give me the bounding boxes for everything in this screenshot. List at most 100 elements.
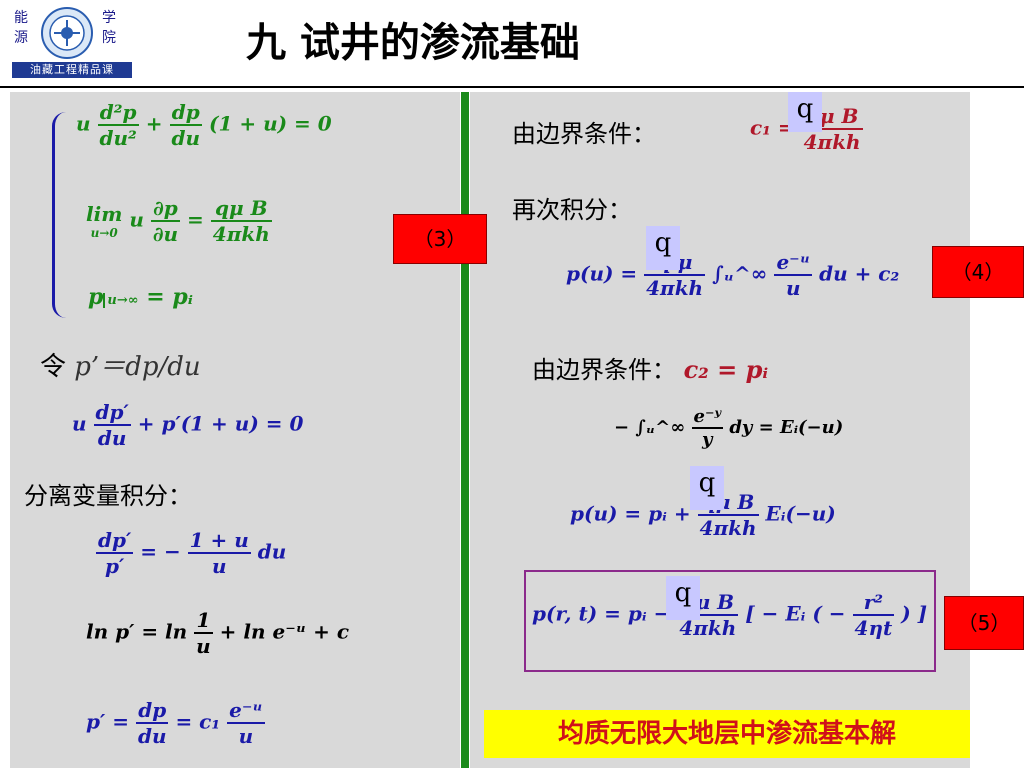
boundary-label-2: 由边界条件： — [532, 356, 676, 384]
subst-word: 令 — [40, 352, 67, 382]
eq-term: du — [257, 539, 287, 564]
logo-left-text: 能 源 — [14, 8, 28, 48]
separation-label: 分离变量积分： — [24, 482, 192, 510]
frac-num: 1 — [194, 608, 213, 634]
eval-sub: u→∞ — [103, 293, 139, 308]
result-box — [524, 570, 936, 672]
boundary-label-1: 由边界条件： — [512, 120, 656, 148]
equation-first-order: u dp′du + p′(1 + u) = 0 — [72, 400, 303, 450]
eq-term: (1 + u) = 0 — [209, 111, 332, 136]
lim-word: lim — [86, 202, 123, 226]
eq-term: = − — [140, 539, 181, 564]
frac-num: e⁻ᵘ — [227, 698, 265, 724]
university-seal-icon — [41, 7, 93, 59]
equation-tag-3: （3） — [393, 214, 487, 264]
fraction: ∂p∂u — [150, 196, 181, 246]
q-overlay: q — [690, 466, 724, 510]
equation-tag-4: （4） — [932, 246, 1024, 298]
course-label: 油藏工程精品课 — [12, 62, 132, 78]
eq-term: u — [129, 207, 144, 232]
frac-den: du — [171, 126, 201, 150]
frac-den: du — [97, 426, 127, 450]
eq-term: + — [145, 111, 163, 136]
boundary-line-2: 由边界条件： c₂ = pᵢ — [532, 350, 768, 385]
eq-term: ln p′ = ln — [86, 619, 188, 644]
left-panel — [10, 92, 460, 768]
eq-term: p′ = — [86, 709, 129, 734]
eq-term: ) ] — [901, 601, 928, 626]
system-brace — [52, 112, 69, 318]
integral: ∫ᵤ^∞ — [712, 261, 768, 286]
frac-num: e⁻ʸ — [691, 406, 724, 429]
fraction: dp′du — [93, 400, 131, 450]
subst-expr: p’＝dp/du — [74, 352, 201, 382]
lim-sub: u→0 — [90, 226, 118, 240]
frac-num: e⁻ᵘ — [774, 250, 813, 276]
frac-den: u — [211, 554, 227, 578]
logo-char: 源 — [14, 30, 28, 46]
frac-den: y — [702, 429, 713, 450]
eq-term: = — [187, 207, 204, 232]
eq-term: u — [72, 411, 87, 436]
integrate-label: 再次积分： — [512, 196, 632, 224]
frac-den: 4πkh — [679, 616, 737, 640]
header-divider — [0, 86, 1024, 88]
frac-num: dp — [135, 698, 169, 724]
eq-term: = c₁ — [175, 709, 221, 734]
q-overlay: q — [788, 92, 822, 132]
equation-tag-5: （5） — [944, 596, 1024, 650]
eq-term: dy = Eᵢ(−u) — [729, 417, 844, 438]
frac-den: u — [196, 634, 211, 658]
eq-term: p(u) = pᵢ + — [570, 501, 691, 526]
logo-right-text: 学 院 — [102, 8, 116, 48]
solution-banner: 均质无限大地层中渗流基本解 — [484, 710, 970, 758]
frac-num: r² — [852, 590, 895, 616]
eq-term: + p′(1 + u) = 0 — [137, 411, 304, 436]
frac-den: 4πkh — [212, 222, 270, 246]
eq-term: u — [76, 111, 91, 136]
frac-num: ∂p — [150, 196, 181, 222]
eq-term: du + c₂ — [819, 261, 900, 286]
eq-term: p(r, t) = pᵢ − — [532, 601, 671, 626]
frac-den: 4ηt — [854, 616, 893, 640]
frac-den: du² — [99, 126, 137, 150]
frac-den: u — [238, 724, 254, 748]
page-title: 九 试井的渗流基础 — [246, 20, 580, 66]
frac-den: u — [786, 276, 801, 300]
eq-term: c₁ = — [750, 115, 795, 140]
frac-den: p′ — [104, 554, 125, 578]
equation-c2: c₂ = pᵢ — [683, 355, 769, 384]
eq-term: p(u) = — [566, 261, 638, 286]
right-panel — [470, 92, 970, 768]
logo-char: 能 — [14, 10, 28, 26]
frac-den: 4πkh — [646, 276, 704, 300]
frac-num: qμ B — [210, 196, 272, 222]
frac-num: 1 + u — [187, 528, 251, 554]
frac-num: dp — [169, 100, 203, 126]
eq-term: p — [88, 284, 104, 310]
eq-term: = pᵢ — [146, 284, 193, 310]
substitution-line: 令 p’＝dp/du — [40, 346, 201, 383]
frac-num: dp′ — [96, 528, 134, 554]
integral: − ∫ᵤ^∞ — [614, 417, 686, 438]
